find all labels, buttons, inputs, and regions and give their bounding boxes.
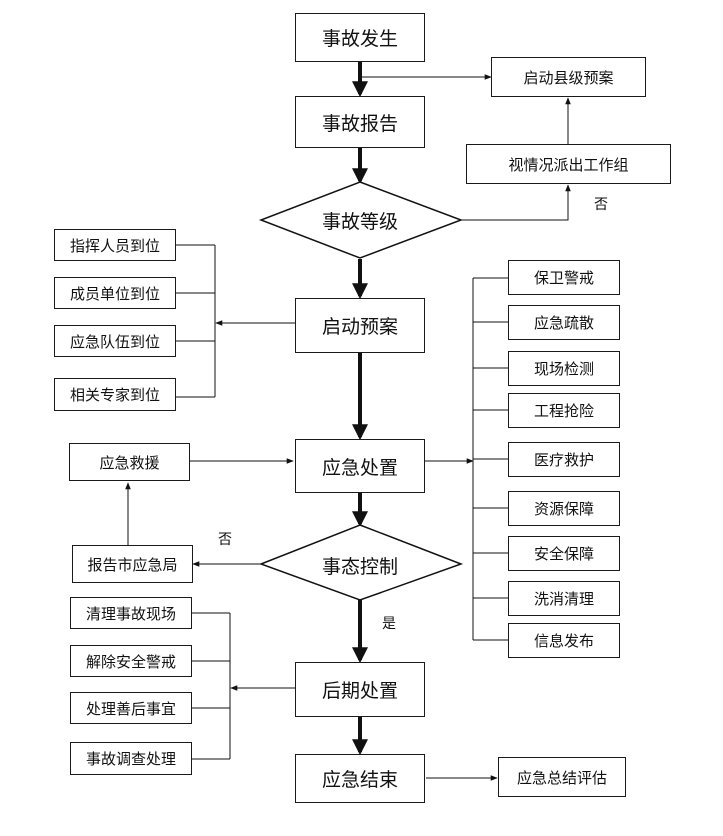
accident-report-box: 事故报告 xyxy=(295,96,425,148)
arrival-item: 相关专家到位 xyxy=(54,378,176,411)
control-decision-diamond xyxy=(258,524,464,601)
emergency-handling-box: 应急处置 xyxy=(295,439,425,493)
no-label-level: 否 xyxy=(594,197,608,213)
arrival-item: 成员单位到位 xyxy=(54,277,176,309)
arrow-level-to-team xyxy=(461,184,571,221)
start-plan-box: 启动预案 xyxy=(295,298,425,353)
aftermath-item: 清理事故现场 xyxy=(70,597,192,629)
level-decision-diamond xyxy=(258,181,464,259)
accident-level-decision-label: 事故等级 xyxy=(321,210,398,233)
aftermath-item: 解除安全警戒 xyxy=(70,645,192,677)
accident-occur-box: 事故发生 xyxy=(295,13,425,62)
action-item: 应急疏散 xyxy=(508,305,620,340)
action-item: 资源保障 xyxy=(508,491,620,526)
rescue-box: 应急救援 xyxy=(69,443,190,481)
arrival-item: 应急队伍到位 xyxy=(54,325,176,357)
aftermath-item: 事故调查处理 xyxy=(70,742,192,775)
arrival-item: 指挥人员到位 xyxy=(54,229,176,261)
action-item: 保卫警戒 xyxy=(508,260,620,295)
action-item: 医疗救护 xyxy=(508,442,620,477)
send-team-box: 视情况派出工作组 xyxy=(466,144,671,184)
aftermath-box: 后期处置 xyxy=(295,662,425,717)
yes-label-control: 是 xyxy=(382,616,396,632)
action-item: 信息发布 xyxy=(508,623,620,658)
no-label-control: 否 xyxy=(218,532,232,548)
action-item: 现场检测 xyxy=(508,351,620,386)
summary-box: 应急总结评估 xyxy=(498,757,626,797)
county-plan-box: 启动县级预案 xyxy=(491,57,646,97)
report-city-box: 报告市应急局 xyxy=(72,545,193,583)
state-control-decision-label: 事态控制 xyxy=(321,555,398,578)
aftermath-item: 处理善后事宜 xyxy=(70,692,192,724)
action-item: 安全保障 xyxy=(508,536,620,571)
action-item: 工程抢险 xyxy=(508,393,620,428)
action-item: 洗消清理 xyxy=(508,581,620,616)
emergency-end-box: 应急结束 xyxy=(295,754,425,803)
